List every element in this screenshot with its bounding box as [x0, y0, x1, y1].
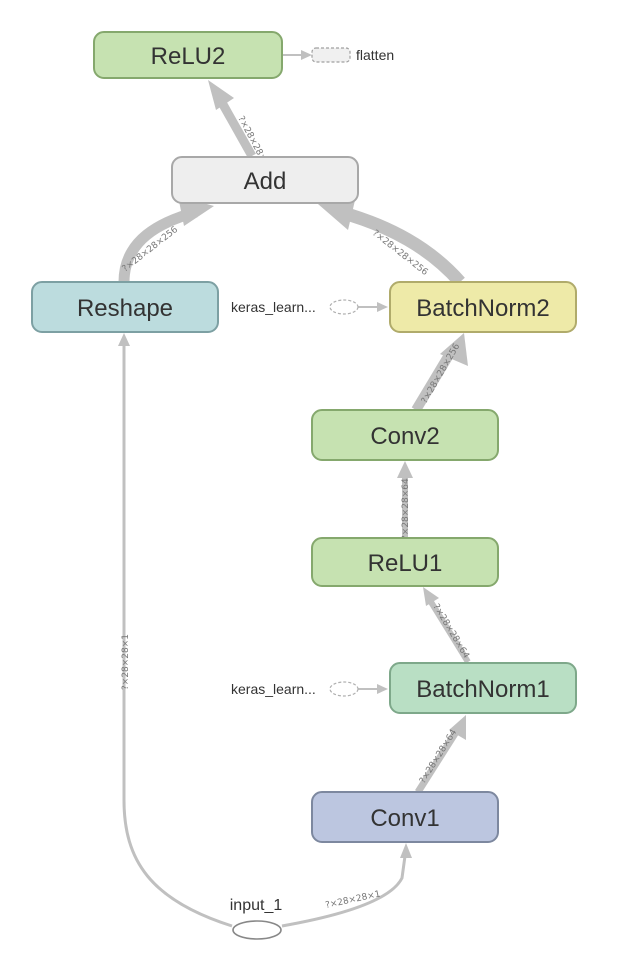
node-reshape-label: Reshape	[77, 295, 173, 322]
edge-relu2-to-flatten-arrow	[301, 50, 312, 60]
node-batchnorm1[interactable]: BatchNorm1	[389, 662, 577, 714]
node-conv1-label: Conv1	[370, 805, 439, 832]
edge-bn2-to-add-arrow	[318, 196, 356, 230]
node-keras-learning-phase-a[interactable]: keras_learn...	[231, 299, 359, 315]
node-reshape[interactable]: Reshape	[31, 281, 219, 333]
node-keras-learning-phase-a-label: keras_learn...	[231, 299, 316, 315]
edge-input-to-conv1-arrow	[400, 843, 412, 858]
edge-relu1-to-conv2-arrow	[397, 461, 413, 478]
edge-input-to-reshape	[122, 346, 233, 928]
edge-label-bn1-to-relu1: ?×28×28×64	[430, 602, 471, 660]
edge-add-to-relu2-arrow	[208, 80, 234, 110]
node-flatten-label: flatten	[356, 47, 394, 63]
node-relu2[interactable]: ReLU2	[93, 31, 283, 79]
node-flatten[interactable]: flatten	[311, 47, 394, 63]
edge-bn2-to-add	[338, 205, 465, 287]
node-input-label: input_1	[230, 897, 283, 914]
edge-bn1-to-relu1	[428, 600, 471, 664]
edge-keras-to-bn2-arrow	[377, 302, 388, 312]
node-batchnorm2-label: BatchNorm2	[416, 295, 549, 322]
node-input[interactable]: input_1	[230, 897, 283, 940]
edge-label-conv2-to-bn2: ?×28×28×256	[420, 342, 463, 406]
edge-input-to-reshape-arrow	[118, 333, 130, 346]
edge-conv1-to-bn1	[415, 730, 459, 794]
node-relu2-label: ReLU2	[151, 43, 226, 70]
node-conv2[interactable]: Conv2	[311, 409, 499, 461]
edge-conv1-to-bn1-arrow	[449, 715, 466, 740]
edge-input-to-conv1	[281, 855, 407, 928]
edge-bn1-to-relu1-arrow	[423, 587, 439, 606]
edge-keras-to-bn1-arrow	[377, 684, 388, 694]
node-add-label: Add	[244, 168, 287, 195]
node-keras-learning-phase-b[interactable]: keras_learn...	[231, 681, 359, 697]
node-batchnorm1-label: BatchNorm1	[416, 676, 549, 703]
node-relu1[interactable]: ReLU1	[311, 537, 499, 587]
edge-label-conv1-to-bn1: ?×28×28×64	[418, 728, 459, 786]
node-relu1-label: ReLU1	[368, 550, 443, 577]
node-conv1[interactable]: Conv1	[311, 791, 499, 843]
node-add[interactable]: Add	[171, 156, 359, 204]
edge-label-relu1-to-conv2: ?×28×28×64	[401, 478, 411, 540]
edge-conv2-to-bn2	[411, 347, 457, 413]
node-batchnorm2[interactable]: BatchNorm2	[389, 281, 577, 333]
node-conv2-label: Conv2	[370, 423, 439, 450]
edge-conv2-to-bn2-arrow	[440, 333, 468, 366]
edge-label-input-to-reshape: ?×28×28×1	[121, 634, 131, 690]
node-keras-learning-phase-b-label: keras_learn...	[231, 681, 316, 697]
